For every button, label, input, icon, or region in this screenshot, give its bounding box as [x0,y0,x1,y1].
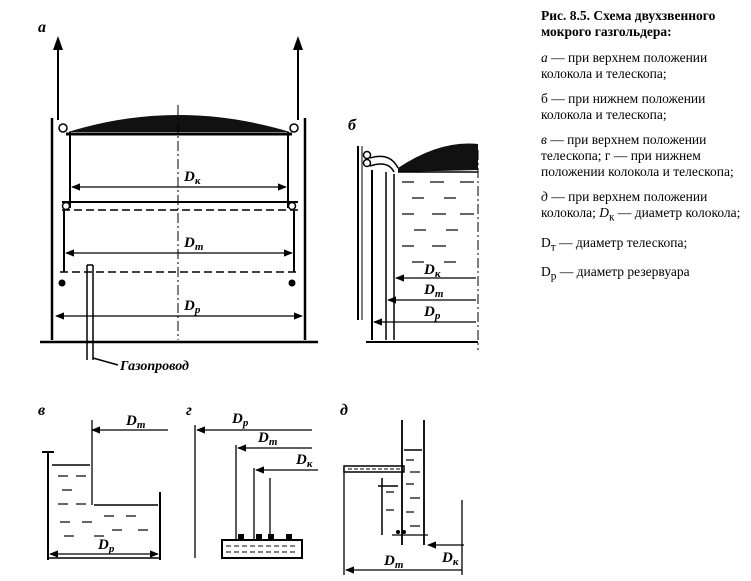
caption-item-v-g: в — при верхнем положении телескопа; г —… [541,132,734,179]
caption-item-b: б — при нижнем положении колокола и теле… [541,91,706,122]
roller-icon [58,123,68,133]
panel-b: б Dк Dт Dр [348,117,479,350]
figure-caption: Рис. 8.5. Схема двухзвенного мокрого газ… [541,8,746,294]
dim-label-dt: Dт [125,413,146,431]
caption-item-dp: Dр — диаметр резервуара [541,264,690,284]
panel-a-letter: а [38,19,46,36]
caption-item-a: а — при верхнем положении колокола и тел… [541,50,708,81]
bell [66,132,292,208]
caption-item-dt: Dт — диаметр телескопа; [541,234,688,254]
gas-pipe-label: Газопровод [119,359,189,374]
panel-v-letter: в [38,402,45,419]
panel-v: в Dт Dр [38,402,168,560]
dim-label-dk: Dк [441,550,459,568]
guide-rods [53,36,303,120]
bell-dome [68,115,290,132]
dim-label-dk: Dк [183,169,201,187]
roller-icon [289,123,299,133]
dim-label-dp: Dр [231,411,249,429]
dim-label-dk: Dк [295,452,313,470]
reservoir-base [221,539,303,559]
panel-g: г Dр Dт Dк [186,402,318,559]
dim-label-dt: Dт [383,553,404,571]
bell-dome [398,143,478,172]
panel-d: д Dт Dк [340,402,464,575]
water [58,475,148,537]
dim-label-dt: Dт [423,282,444,300]
dim-label-dt: Dт [183,235,204,253]
dim-label-dp: Dр [97,537,115,555]
caption-item-d-dk: д — при верхнем положении колокола; Dк —… [541,189,741,224]
telescope [60,201,298,273]
panel-b-letter: б [348,117,357,134]
gas-pipe [86,264,119,366]
dim-label-dk: Dк [423,262,441,280]
panel-a: а [38,19,318,374]
water [402,181,474,263]
water [386,459,420,527]
reservoir-walls [50,118,307,340]
dim-label-dt: Dт [257,430,278,448]
caption-title: Рис. 8.5. Схема двухзвенного мокрого газ… [541,8,716,39]
dim-label-dp: Dр [183,298,201,316]
dim-label-dp: Dр [423,304,441,322]
panel-g-letter: г [186,402,192,419]
panel-d-letter: д [340,402,348,419]
